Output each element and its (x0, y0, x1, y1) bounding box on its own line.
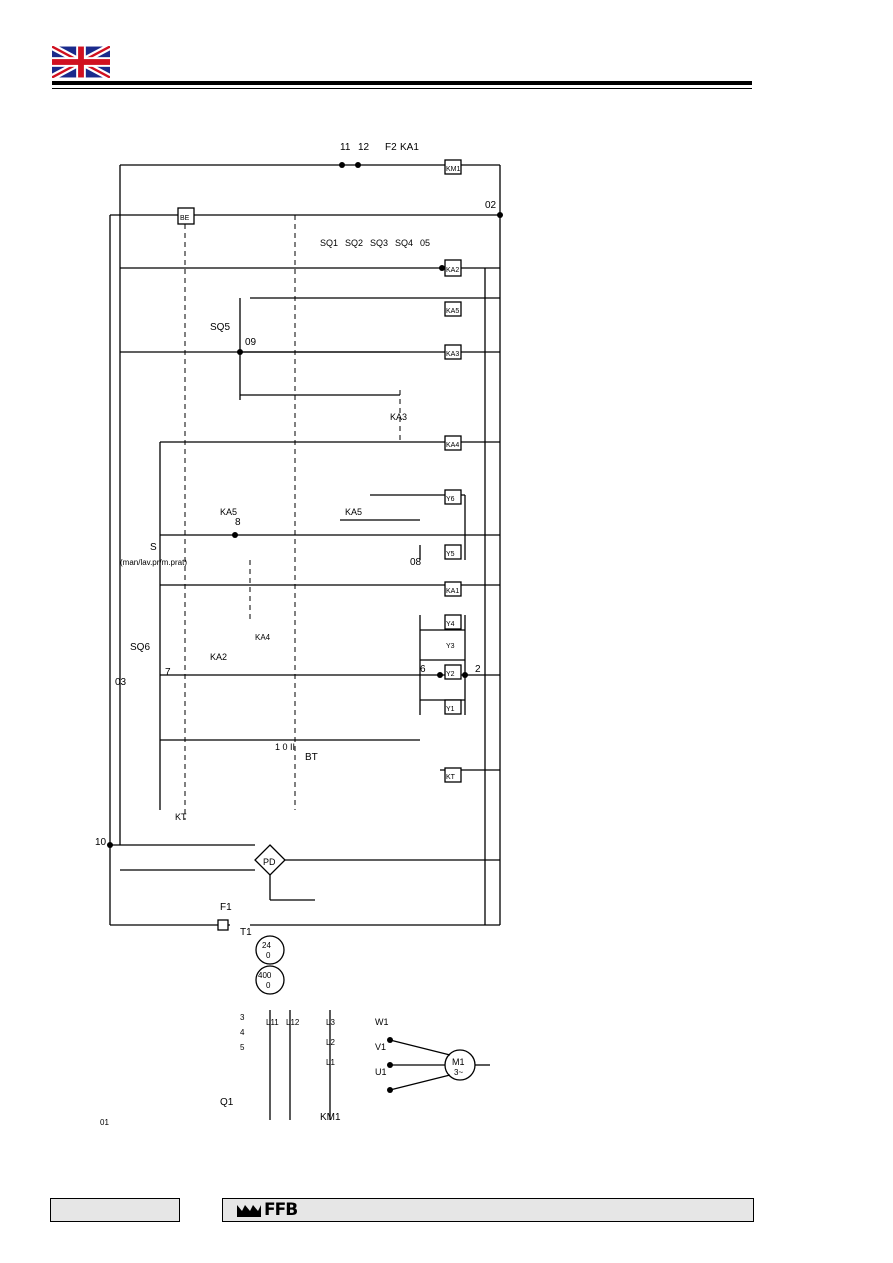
label-8: 8 (235, 517, 241, 528)
label-ka1-top: KA1 (400, 142, 419, 153)
footer-page-box (50, 1198, 180, 1222)
label-bt-positions: 1 0 II (275, 742, 295, 752)
label-y1: Y1 (446, 706, 455, 713)
label-sq5: SQ5 (210, 322, 230, 333)
label-ka1-coil: KA1 (446, 588, 459, 595)
label-l11: L11 (266, 1018, 279, 1027)
label-sq4: SQ4 (395, 238, 413, 248)
label-02: 02 (485, 200, 497, 211)
label-ka4-contact: KA4 (255, 633, 271, 642)
label-sq1: SQ1 (320, 238, 338, 248)
label-ka5-coil: KA5 (446, 308, 459, 315)
label-01: 01 (100, 1118, 109, 1127)
label-sq3: SQ3 (370, 238, 388, 248)
label-v1: V1 (375, 1042, 386, 1052)
label-s-note: (man/lav.pr/m.prat) (120, 558, 187, 567)
label-w1: W1 (375, 1017, 389, 1027)
label-t1: T1 (240, 927, 252, 938)
label-l2: L2 (326, 1038, 335, 1047)
label-ka2-coil: KA2 (446, 267, 459, 274)
label-10: 10 (95, 837, 107, 848)
label-ka4-coil: KA4 (446, 442, 459, 449)
ffb-logo-text: FFB (264, 1200, 298, 1220)
label-t1-primary-zero: 0 (266, 981, 271, 990)
label-km1: KM1 (320, 1112, 341, 1123)
label-ka5-contact-b: KA5 (345, 507, 362, 517)
label-2: 2 (475, 664, 481, 675)
label-l3: L3 (326, 1018, 335, 1027)
label-u1: U1 (375, 1067, 387, 1077)
label-m1: M1 (452, 1057, 465, 1067)
label-y6: Y6 (446, 496, 455, 503)
label-n3: 3 (240, 1013, 245, 1022)
header-rule-thick (52, 81, 752, 85)
ffb-logo-icon (237, 1205, 261, 1217)
label-km1-coil: KM1 (446, 166, 461, 173)
label-05: 05 (420, 238, 430, 248)
ffb-logo: FFB (237, 1200, 298, 1220)
label-pd: PD (263, 857, 276, 867)
label-ka5-contact-a: KA5 (220, 507, 237, 517)
label-y4: Y4 (446, 621, 455, 628)
label-6: 6 (420, 664, 426, 675)
label-12: 12 (358, 142, 370, 153)
label-s-switch: S (150, 542, 157, 553)
label-m1-phase: 3~ (454, 1068, 463, 1077)
label-q1: Q1 (220, 1097, 234, 1108)
label-7: 7 (165, 667, 171, 678)
label-ka3-contact: KA3 (390, 412, 407, 422)
label-sq2: SQ2 (345, 238, 363, 248)
label-t1-primary: 400 (258, 971, 272, 980)
footer-brand-box: FFB (222, 1198, 754, 1222)
label-n5: 5 (240, 1043, 245, 1052)
label-ka2-contact: KA2 (210, 652, 227, 662)
label-09: 09 (245, 337, 257, 348)
electrical-schematic: F2 11 12 KA1 KM1 BE 02 SQ1 SQ2 SQ3 SQ4 0… (95, 142, 503, 1127)
header-rule-thin (52, 88, 752, 89)
label-11: 11 (340, 142, 351, 153)
label-kt-contact: KT (175, 812, 187, 822)
label-bt: BT (305, 752, 318, 763)
label-be: BE (180, 215, 190, 222)
label-03: 03 (115, 677, 127, 688)
label-y3: Y3 (446, 643, 455, 650)
label-t1-secondary-zero: 0 (266, 951, 271, 960)
label-sq6: SQ6 (130, 642, 150, 653)
uk-flag-icon (52, 46, 110, 78)
label-ka3-coil: KA3 (446, 351, 459, 358)
label-l1: L1 (326, 1058, 335, 1067)
label-f2: F2 (385, 142, 397, 153)
label-y5: Y5 (446, 551, 455, 558)
label-y2: Y2 (446, 671, 455, 678)
label-08: 08 (410, 557, 422, 568)
label-t1-secondary: 24 (262, 941, 271, 950)
label-f1: F1 (220, 902, 232, 913)
label-kt-coil: KT (446, 774, 456, 781)
label-n4: 4 (240, 1028, 245, 1037)
label-l12: L12 (286, 1018, 300, 1027)
